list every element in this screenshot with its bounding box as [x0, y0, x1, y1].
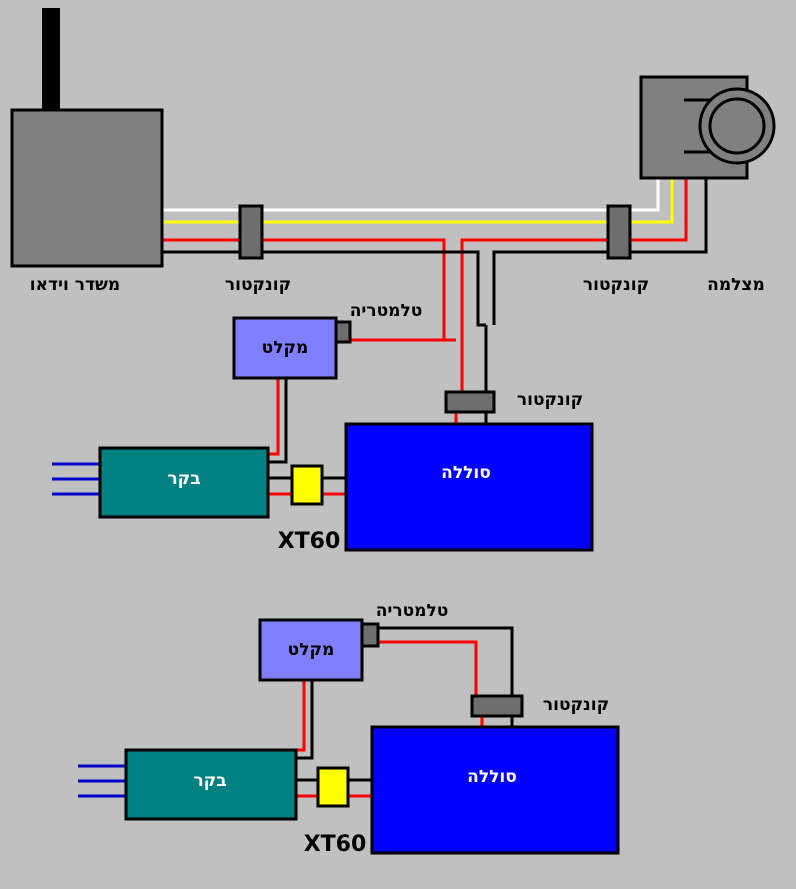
- rx-esc-red-wire-1: [268, 378, 280, 456]
- camera: [639, 75, 776, 180]
- video-transmitter-body: [10, 108, 164, 268]
- rx-esc-red-wire-2: [296, 680, 306, 752]
- video-yellow-wire: [162, 178, 674, 224]
- connector-2-label: קונקטור: [583, 275, 649, 295]
- video-tx-label: משדר וידאו: [30, 275, 120, 295]
- xt60-connector-2: [316, 766, 350, 808]
- video-black-wire: [162, 250, 486, 327]
- esc-1-box: [98, 446, 270, 519]
- telemetry-port-2: [360, 622, 380, 648]
- connector-1-label: קונקטור: [225, 275, 291, 295]
- camera-lens-inner: [708, 97, 766, 155]
- connector-4-label: קונקטור: [543, 695, 609, 715]
- antenna: [42, 8, 60, 110]
- connector-3: [444, 390, 496, 414]
- receiver-1-box: [232, 316, 338, 380]
- xt60-connector-1: [290, 464, 324, 506]
- connector-3-label: קונקטור: [517, 390, 583, 410]
- receiver-1-label: מקלט: [262, 338, 309, 358]
- receiver-2-box: [258, 618, 364, 682]
- telemetry-red-wire-2: [378, 640, 478, 696]
- receiver-2-label: מקלט: [288, 640, 335, 660]
- xt60-2-label: XT60: [304, 832, 367, 857]
- esc-2-label: בקר: [193, 771, 226, 791]
- telemetry-2-label: טלמטריה: [376, 601, 449, 621]
- camera-red-wire: [460, 178, 688, 392]
- camera-label: מצלמה: [707, 275, 765, 295]
- battery-1-box: [344, 422, 594, 552]
- battery-2-box: [370, 725, 620, 855]
- telemetry-port-1: [334, 320, 352, 344]
- telemetry-1-label: טלמטריה: [350, 301, 423, 321]
- camera-black-wire: [492, 178, 708, 325]
- connector-2: [606, 204, 632, 260]
- battery-1-label: סוללה: [441, 463, 491, 483]
- video-transmitter: [10, 8, 164, 268]
- telemetry-black-wire-2: [378, 626, 514, 696]
- esc-2-box: [124, 748, 298, 821]
- esc-1-label: בקר: [167, 469, 200, 489]
- video-white-wire: [162, 178, 660, 212]
- connector-4: [470, 694, 524, 718]
- battery-2-label: סוללה: [467, 767, 517, 787]
- xt60-1-label: XT60: [278, 529, 341, 554]
- rx-esc-black-wire-2: [296, 680, 314, 760]
- bottom-wires: [78, 626, 514, 798]
- connector-1: [238, 204, 264, 260]
- rx-esc-black-wire-1: [268, 378, 288, 464]
